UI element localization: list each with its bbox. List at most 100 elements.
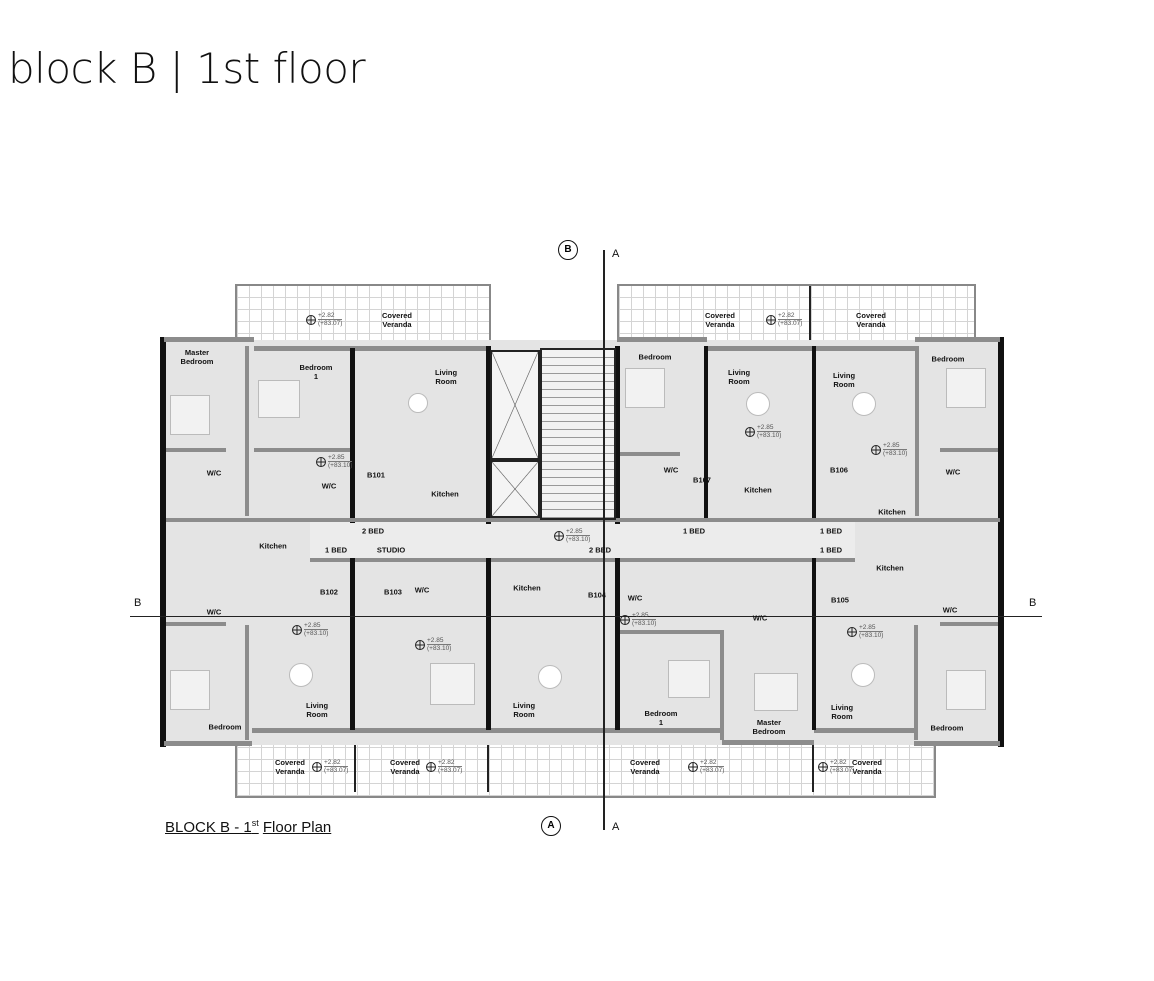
- room-label: W/C: [945, 467, 961, 477]
- level-marker: +2.85(+83.10): [871, 442, 908, 458]
- wall: [998, 337, 1004, 747]
- level-target-icon: [426, 762, 436, 772]
- unit-label: B107: [693, 475, 711, 485]
- coffee-table: [746, 392, 770, 416]
- room-label: Master Bedroom: [752, 718, 786, 736]
- level-value: +2.85: [304, 622, 329, 631]
- level-target-icon: [554, 531, 564, 541]
- absolute-level-value: (+83.10): [632, 620, 657, 628]
- level-value: +2.85: [632, 612, 657, 621]
- coffee-table: [852, 392, 876, 416]
- section-a-bottom-label: A: [612, 821, 620, 833]
- room-label: Living Room: [830, 703, 854, 721]
- unit-label: B105: [831, 595, 849, 605]
- level-target-icon: [620, 615, 630, 625]
- unit-type-label: STUDIO: [376, 545, 406, 555]
- wall: [350, 558, 355, 730]
- wall: [164, 337, 254, 342]
- level-value: +2.85: [566, 528, 591, 537]
- level-value: +2.85: [757, 424, 782, 433]
- room-label: W/C: [321, 481, 337, 491]
- wall: [245, 346, 249, 516]
- room-label: Kitchen: [878, 507, 906, 517]
- absolute-level-value: (+83.07): [830, 767, 855, 775]
- unit-type-label: 1 BED: [819, 545, 843, 555]
- room-label: Covered Veranda: [704, 311, 736, 329]
- unit-type-label: 1 BED: [682, 526, 706, 536]
- coffee-table: [851, 663, 875, 687]
- elevation-marker-a: A: [541, 816, 561, 836]
- wall: [855, 518, 1000, 522]
- room-label: Kitchen: [259, 541, 287, 551]
- room-label: Living Room: [727, 368, 751, 386]
- wall: [812, 346, 816, 521]
- wall: [350, 348, 355, 523]
- wall: [704, 346, 708, 521]
- corridor: [310, 520, 855, 560]
- room-label: Bedroom 1: [644, 709, 678, 727]
- absolute-level-value: (+83.07): [700, 767, 725, 775]
- level-value: +2.82: [830, 759, 855, 768]
- absolute-level-value: (+83.10): [427, 645, 452, 653]
- room-label: Covered Veranda: [381, 311, 413, 329]
- level-target-icon: [818, 762, 828, 772]
- wall: [720, 630, 724, 740]
- elevator-shaft: [490, 460, 540, 518]
- wall: [245, 625, 249, 740]
- room-label: Kitchen: [876, 563, 904, 573]
- level-marker: +2.82(+83.07): [426, 759, 463, 775]
- level-target-icon: [745, 427, 755, 437]
- wall: [940, 622, 998, 626]
- bed: [430, 663, 475, 705]
- level-value: +2.82: [324, 759, 349, 768]
- room-label: Living Room: [832, 371, 856, 389]
- unit-label: B104: [588, 590, 606, 600]
- bed: [754, 673, 798, 711]
- room-label: W/C: [942, 605, 958, 615]
- room-label: Kitchen: [513, 583, 541, 593]
- section-b-left-label: B: [134, 597, 142, 609]
- wall: [814, 728, 914, 733]
- level-value: +2.82: [778, 312, 803, 321]
- room-label: W/C: [414, 585, 430, 595]
- wall: [166, 448, 226, 452]
- absolute-level-value: (+83.10): [304, 630, 329, 638]
- wall: [617, 337, 707, 342]
- bed: [170, 670, 210, 710]
- level-value: +2.82: [700, 759, 725, 768]
- wall: [940, 448, 998, 452]
- wall: [160, 337, 166, 747]
- room-label: Covered Veranda: [851, 758, 883, 776]
- level-value: +2.82: [438, 759, 463, 768]
- wall: [722, 740, 814, 745]
- void-shaft: [490, 350, 540, 460]
- level-target-icon: [316, 457, 326, 467]
- room-label: Kitchen: [744, 485, 772, 495]
- room-label: Bedroom: [930, 723, 964, 733]
- room-label: Bedroom: [208, 722, 242, 732]
- unit-label: B101: [367, 470, 385, 480]
- level-value: +2.85: [859, 624, 884, 633]
- wall: [310, 518, 855, 522]
- level-target-icon: [312, 762, 322, 772]
- room-label: Living Room: [305, 701, 329, 719]
- room-label: Covered Veranda: [274, 758, 306, 776]
- level-value: +2.85: [328, 454, 353, 463]
- room-label: Bedroom 1: [299, 363, 333, 381]
- level-marker: +2.85(+83.10): [292, 622, 329, 638]
- absolute-level-value: (+83.10): [883, 450, 908, 458]
- room-label: Bedroom: [638, 352, 672, 362]
- level-target-icon: [415, 640, 425, 650]
- level-marker: +2.85(+83.10): [316, 454, 353, 470]
- room-label: W/C: [206, 468, 222, 478]
- bed: [668, 660, 710, 698]
- section-a-top-label: A: [612, 248, 620, 260]
- wall: [166, 622, 226, 626]
- level-target-icon: [871, 445, 881, 455]
- absolute-level-value: (+83.10): [328, 462, 353, 470]
- absolute-level-value: (+83.10): [859, 632, 884, 640]
- level-marker: +2.85(+83.10): [745, 424, 782, 440]
- level-marker: +2.85(+83.10): [847, 624, 884, 640]
- veranda-top-right: [617, 284, 976, 348]
- wall: [615, 346, 620, 524]
